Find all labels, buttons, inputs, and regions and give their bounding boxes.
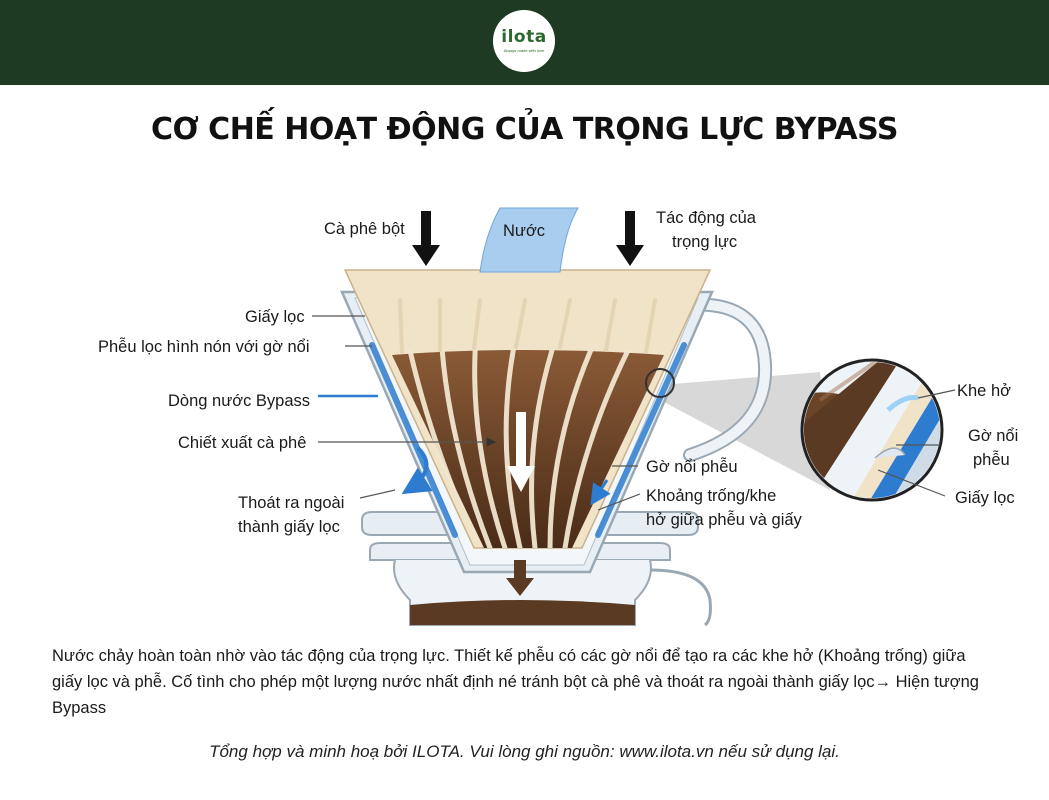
label-coffee-powder: Cà phê bột — [324, 220, 405, 238]
logo-text: ilota — [501, 27, 547, 47]
extraction-arrow — [507, 412, 535, 492]
header-bar: ilota Always made with love — [0, 0, 1049, 85]
label-cone-dripper: Phễu lọc hình nón với gờ nổi — [98, 337, 310, 356]
drip-arrow — [506, 560, 534, 596]
ilota-logo[interactable]: ilota Always made with love — [493, 10, 555, 72]
label-gravity-line2: trọng lực — [672, 233, 737, 251]
label-water: Nước — [503, 222, 545, 240]
label-dripper-ridge: Gờ nổi phễu — [646, 457, 738, 476]
outflow-arrow — [401, 446, 433, 495]
label-zoom-gap: Khe hở — [957, 382, 1011, 400]
bypass-diagram: Nước — [98, 207, 1018, 627]
page-title: CƠ CHẾ HOẠT ĐỘNG CỦA TRỌNG LỰC BYPASS — [151, 112, 898, 147]
label-filter-paper: Giấy lọc — [245, 308, 305, 326]
label-outflow-line1: Thoát ra ngoài — [238, 494, 344, 512]
label-extraction: Chiết xuất cà phê — [178, 434, 306, 452]
gravity-arrow-left — [412, 211, 440, 266]
label-zoom-ridge-line2: phễu — [973, 450, 1010, 469]
credit-text: Tổng hợp và minh hoạ bởi ILOTA. Vui lòng… — [209, 742, 840, 761]
coffee-bed — [392, 350, 664, 548]
label-zoom-ridge-line1: Gờ nổi — [968, 427, 1018, 445]
label-gap-line1: Khoảng trống/khe — [646, 487, 776, 505]
bypass-channel-left — [369, 342, 458, 538]
logo-tagline: Always made with love — [503, 48, 545, 53]
gravity-arrow-right — [616, 211, 644, 266]
water-stream[interactable] — [479, 207, 579, 273]
bypass-channel-right — [595, 342, 687, 538]
description-text: Nước chảy hoàn toàn nhờ vào tác động của… — [52, 647, 979, 717]
label-zoom-paper: Giấy lọc — [955, 489, 1015, 507]
label-gravity-line1: Tác động của — [656, 209, 757, 227]
ridge-highlight-circle[interactable] — [645, 368, 675, 398]
label-bypass-flow: Dòng nước Bypass — [168, 392, 310, 410]
label-outflow-line2: thành giấy lọc — [238, 518, 340, 536]
label-gap-line2: hở giữa phễu và giấy — [646, 510, 803, 529]
gap-flow-arrow — [590, 479, 611, 506]
